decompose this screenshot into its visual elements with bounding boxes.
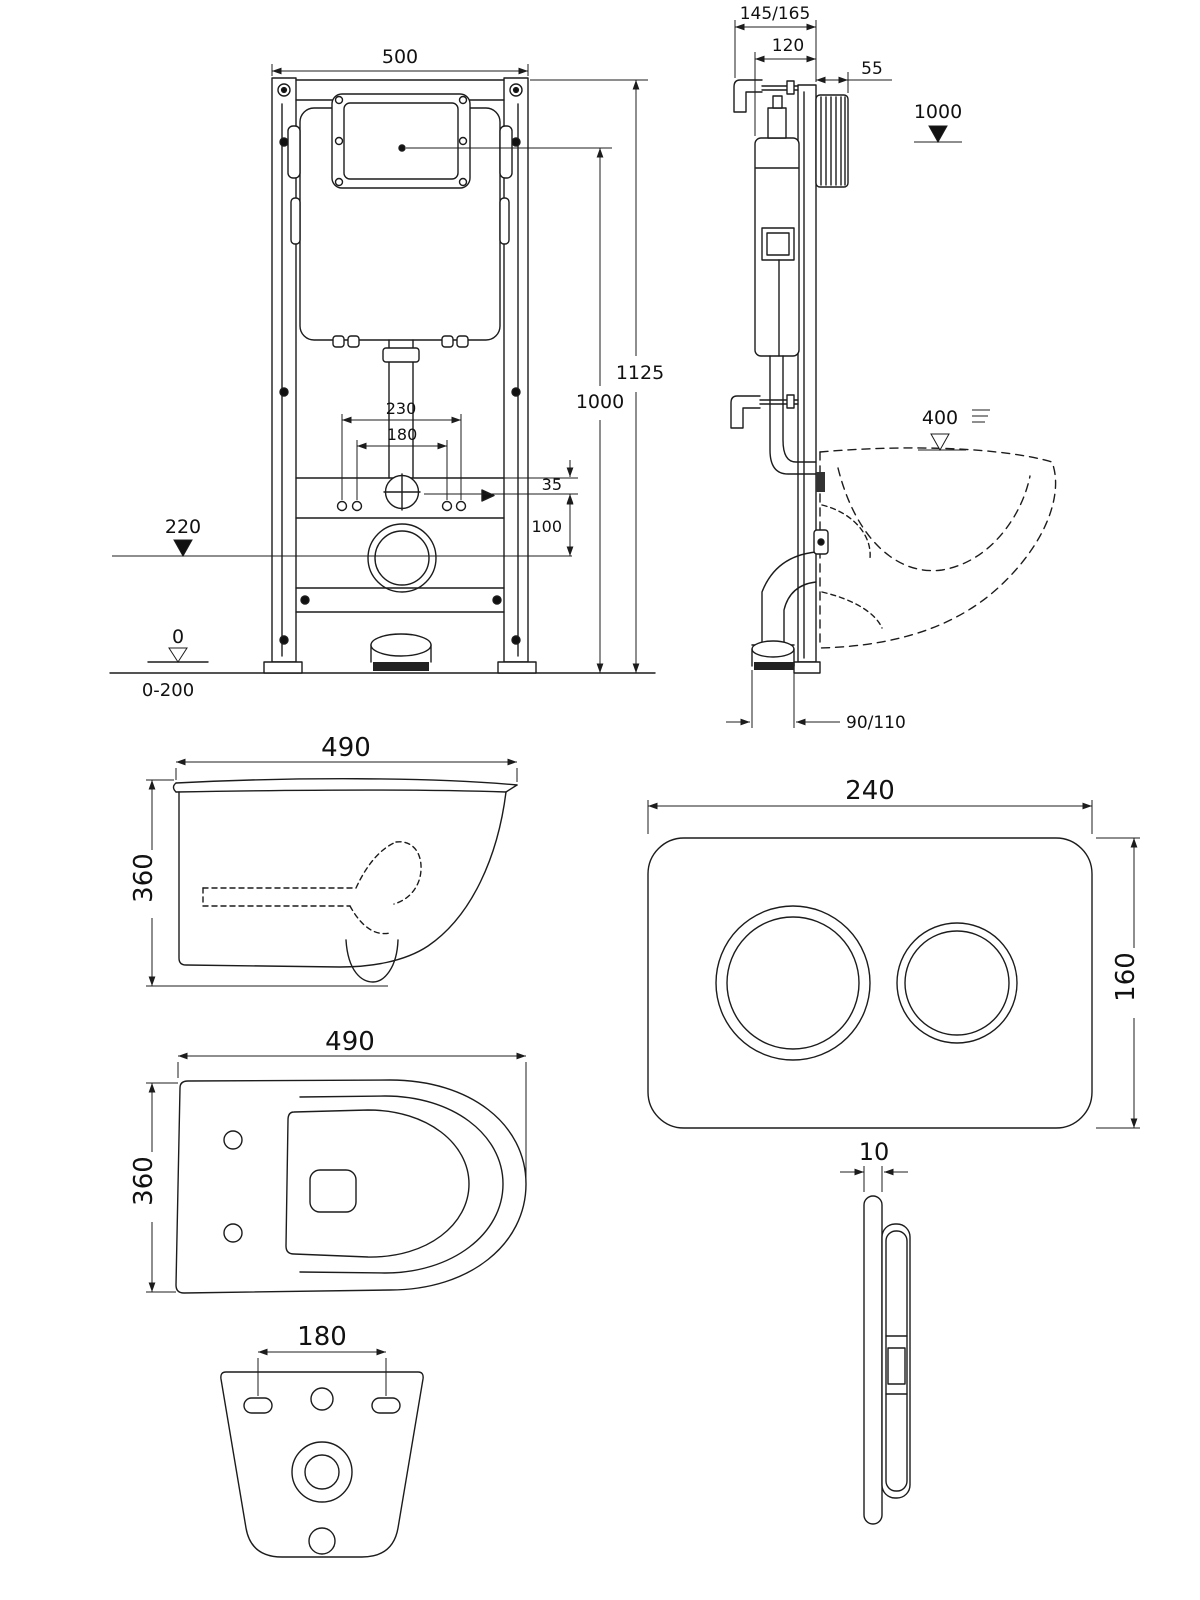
- drain-outlet: [367, 523, 437, 593]
- flush-plate-front-view: [647, 837, 1093, 1129]
- front-view-dimensions: 500 1125 1000 230 180 35 100 220: [112, 46, 664, 701]
- dim-plate-height: 160: [1111, 952, 1141, 1002]
- bowl-outline-dashed: [819, 447, 1057, 649]
- large-flush-button: [715, 905, 871, 1061]
- dim-side-drain-diameter: 90/110: [846, 713, 906, 733]
- level-marker-400-icon: [930, 433, 950, 452]
- dim-plate-thickness: 10: [859, 1138, 890, 1166]
- dim-side-plate-depth: 55: [861, 59, 883, 79]
- bowl-rear-view: [220, 1371, 424, 1558]
- dim-front-level-220: 220: [165, 516, 201, 538]
- dim-front-width: 500: [382, 46, 418, 68]
- flush-plate-front-dimensions: 240 160: [647, 776, 1141, 1129]
- side-view-frame: [730, 79, 1057, 674]
- dim-side-level-1000: 1000: [914, 101, 962, 123]
- dim-bowl-top-length: 490: [325, 1027, 375, 1057]
- dim-side-depth-range: 145/165: [740, 4, 811, 24]
- flush-plate-side-view: [863, 1195, 911, 1525]
- level-marker-220-icon: [173, 539, 193, 558]
- small-flush-button: [896, 922, 1018, 1044]
- dim-bowl-side-height: 360: [129, 853, 159, 903]
- dim-front-adjust-range: 0-200: [142, 680, 194, 701]
- dim-bowl-rear-holes: 180: [297, 1322, 347, 1352]
- level-marker-0-icon: [168, 647, 188, 663]
- dim-bowl-top-width: 360: [129, 1156, 159, 1206]
- dim-side-frame-depth: 120: [772, 36, 804, 56]
- flush-plate-side-dimensions: 10: [840, 1138, 908, 1192]
- bowl-side-view: [172, 778, 518, 983]
- dim-front-total-height: 1125: [616, 362, 664, 384]
- bowl-side-dimensions: 490 360: [129, 733, 518, 987]
- dim-front-level-0: 0: [172, 626, 184, 648]
- dim-front-hole-outer: 230: [386, 399, 417, 418]
- dim-front-offset-100: 100: [531, 517, 562, 536]
- dim-front-hole-inner: 180: [387, 425, 418, 444]
- level-marker-1000-icon: [928, 125, 948, 144]
- dim-plate-width: 240: [845, 776, 895, 806]
- dim-bowl-side-length: 490: [321, 733, 371, 763]
- dim-front-offset-35: 35: [542, 475, 562, 494]
- dim-front-flush-height: 1000: [576, 391, 624, 413]
- bowl-rear-dimensions: 180: [257, 1322, 387, 1396]
- side-view-dimensions: 145/165 120 55 1000 400 90/110: [726, 4, 990, 733]
- bowl-top-dimensions: 490 360: [129, 1027, 527, 1293]
- dim-side-level-400: 400: [922, 407, 958, 429]
- bowl-top-view: [175, 1079, 527, 1294]
- front-view-frame: [109, 77, 656, 674]
- flush-center-point: [398, 144, 406, 152]
